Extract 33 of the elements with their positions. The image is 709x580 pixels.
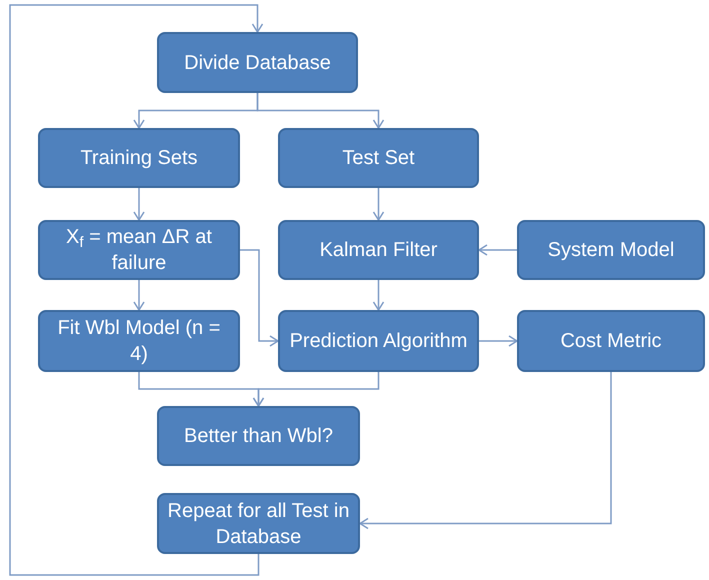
box-label: Prediction Algorithm <box>290 329 468 354</box>
box-label: Divide Database <box>184 50 331 76</box>
arrow <box>133 280 145 311</box>
process-box <box>157 32 358 93</box>
arrow <box>133 188 145 221</box>
box-label: Better than Wbl? <box>184 424 333 449</box>
process-box <box>278 128 479 188</box>
arrow <box>252 372 380 407</box>
box-label: Cost Metric <box>560 329 662 354</box>
process-box <box>157 406 360 466</box>
box-label: Fit Wbl Model (n = 4) <box>56 316 222 367</box>
process-box <box>38 220 240 280</box>
arrow <box>9 4 264 576</box>
arrow <box>372 280 384 311</box>
box-label: Test Set <box>342 146 415 171</box>
arrow <box>478 244 517 256</box>
arrow <box>359 372 612 530</box>
process-box <box>38 128 240 188</box>
box-label: X$_{f}$ = mean ΔR at failure <box>65 225 213 276</box>
arrow <box>372 188 384 221</box>
box-label: Kalman Filter <box>320 238 438 263</box>
process-box <box>517 310 705 372</box>
box-label: Repeat for all Test in Database <box>167 498 350 550</box>
arrow <box>256 93 384 129</box>
process-box <box>517 220 705 280</box>
process-box <box>278 310 479 372</box>
process-box <box>38 310 240 372</box>
arrow <box>479 335 518 347</box>
arrow <box>240 249 279 347</box>
box-label: Training Sets <box>80 146 198 171</box>
process-box <box>278 220 479 280</box>
box-label: System Model <box>548 238 674 263</box>
process-box <box>157 493 360 554</box>
